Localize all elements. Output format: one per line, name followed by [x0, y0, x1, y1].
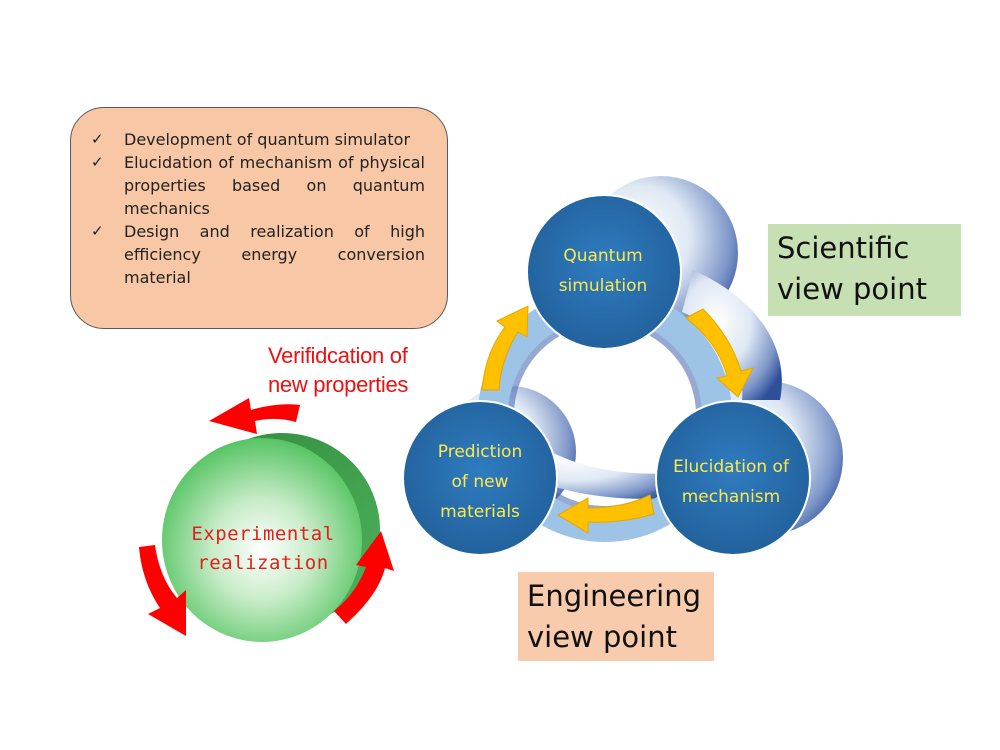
red-arrow-right — [334, 531, 394, 624]
node-elucidation — [655, 400, 811, 556]
red-arrow-left — [139, 545, 186, 636]
check-icon: ✓ — [91, 153, 104, 171]
goal-item: ✓Development of quantum simulator — [91, 130, 411, 149]
check-icon: ✓ — [91, 130, 104, 148]
research-goals-box: ✓Development of quantum simulator ✓Eluci… — [70, 107, 448, 329]
cycle-nodes — [402, 194, 811, 556]
research-goals-list: ✓Development of quantum simulator ✓Eluci… — [91, 128, 425, 289]
verification-label: Verifidcation of new properties — [268, 343, 409, 397]
scientific-viewpoint-label: Scientific view point — [768, 224, 961, 316]
node-quantum-label: Quantum simulation — [558, 246, 648, 296]
arrow-elucidation-to-prediction — [557, 494, 655, 534]
arrow-quantum-to-elucidation — [685, 308, 754, 398]
node-prediction-label: Prediction of new materials — [437, 442, 523, 522]
node-quantum-simulation — [526, 194, 682, 350]
node-elucidation-label: Elucidation of mechanism — [673, 457, 789, 507]
experimental-sphere — [162, 433, 380, 642]
goal-item: ✓Elucidation of mechanism of physical pr… — [91, 153, 425, 218]
check-icon: ✓ — [91, 222, 104, 240]
engineering-viewpoint-label: Engineering view point — [518, 572, 714, 661]
cycle-arrows — [481, 305, 754, 534]
red-arrows — [139, 398, 394, 636]
arrow-prediction-to-quantum — [481, 305, 529, 391]
red-arrow-top — [209, 398, 300, 434]
experimental-realization-label: Experimental realization — [191, 523, 335, 574]
node-prediction — [402, 400, 558, 556]
goal-item: ✓Design and realization of high efficien… — [91, 222, 425, 287]
